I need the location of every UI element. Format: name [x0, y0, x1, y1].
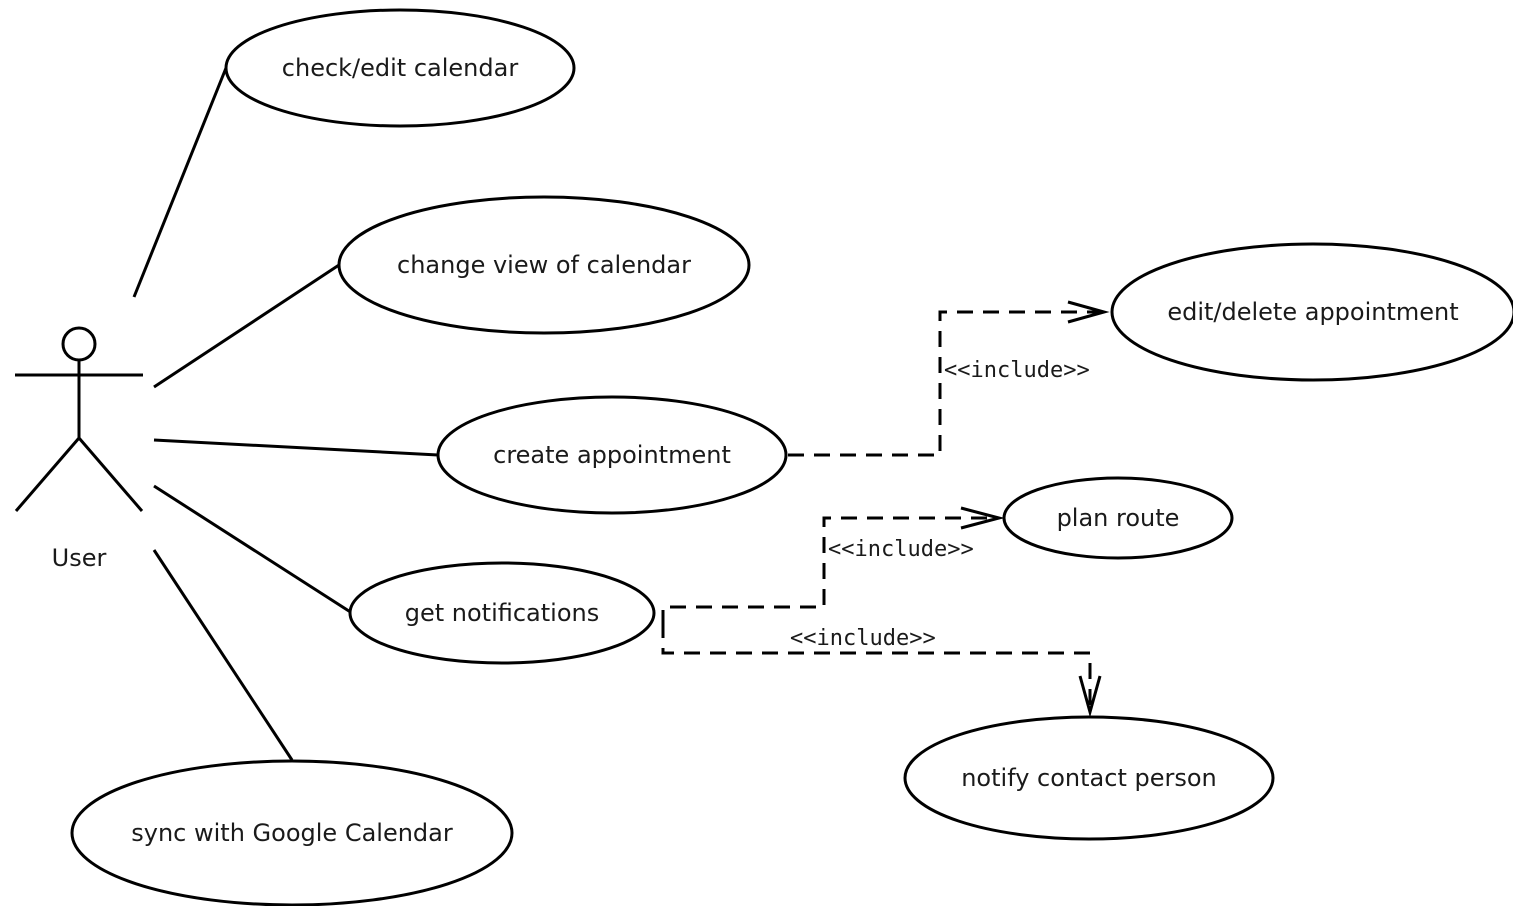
actor-label: User	[52, 544, 107, 572]
include-label: <<include>>	[944, 358, 1090, 383]
use-case-ellipse	[224, 8, 576, 128]
use-case-label: sync with Google Calendar	[131, 819, 453, 847]
use-case-label: create appointment	[493, 441, 731, 469]
use-case-notify-contact-person[interactable]: notify contact person	[903, 715, 1275, 841]
association-sync-google	[152, 549, 294, 761]
actor-head	[61, 326, 97, 362]
use-case-edit-delete-appointment[interactable]: edit/delete appointment	[1110, 242, 1513, 382]
use-case-create-appointment[interactable]: create appointment	[436, 395, 788, 515]
association-change-view	[153, 263, 340, 389]
association-check-edit-calendar	[132, 67, 228, 298]
include-arrowhead	[1078, 675, 1102, 718]
use-case-sync-google-calendar[interactable]: sync with Google Calendar	[70, 759, 514, 906]
use-case-change-view-of-calendar[interactable]: change view of calendar	[337, 195, 751, 335]
use-case-ellipse	[436, 395, 788, 515]
actor-right-leg	[77, 437, 144, 512]
include-edit-delete-appointment: <<include>>	[788, 300, 1110, 457]
include-notify-contact: <<include>>	[661, 622, 1102, 718]
use-case-label: edit/delete appointment	[1167, 298, 1458, 326]
use-case-label: change view of calendar	[397, 251, 691, 279]
include-arrowhead	[960, 506, 1005, 530]
use-case-ellipse	[1002, 476, 1234, 560]
include-connector	[661, 622, 1092, 708]
include-label: <<include>>	[790, 626, 936, 651]
include-arrowhead	[1067, 300, 1110, 324]
use-case-label: plan route	[1057, 504, 1180, 532]
use-case-plan-route[interactable]: plan route	[1002, 476, 1234, 560]
use-case-ellipse	[70, 759, 514, 906]
include-label: <<include>>	[828, 537, 974, 562]
association-get-notifications	[153, 484, 353, 615]
actor-user[interactable]: User	[14, 326, 144, 572]
use-case-ellipse	[348, 561, 656, 665]
use-case-ellipse	[337, 195, 751, 335]
use-case-label: get notifications	[405, 599, 600, 627]
use-case-ellipse	[903, 715, 1275, 841]
association-create-appointment	[153, 438, 439, 457]
include-connector	[661, 516, 995, 626]
use-case-ellipse	[1110, 242, 1513, 382]
use-case-label: check/edit calendar	[282, 54, 519, 82]
use-case-get-notifications[interactable]: get notifications	[348, 561, 656, 665]
include-connector	[788, 310, 1100, 457]
use-case-label: notify contact person	[961, 764, 1217, 792]
use-case-check-edit-calendar[interactable]: check/edit calendar	[224, 8, 576, 128]
include-plan-route: <<include>>	[661, 506, 1005, 626]
actor-left-leg	[14, 437, 81, 512]
